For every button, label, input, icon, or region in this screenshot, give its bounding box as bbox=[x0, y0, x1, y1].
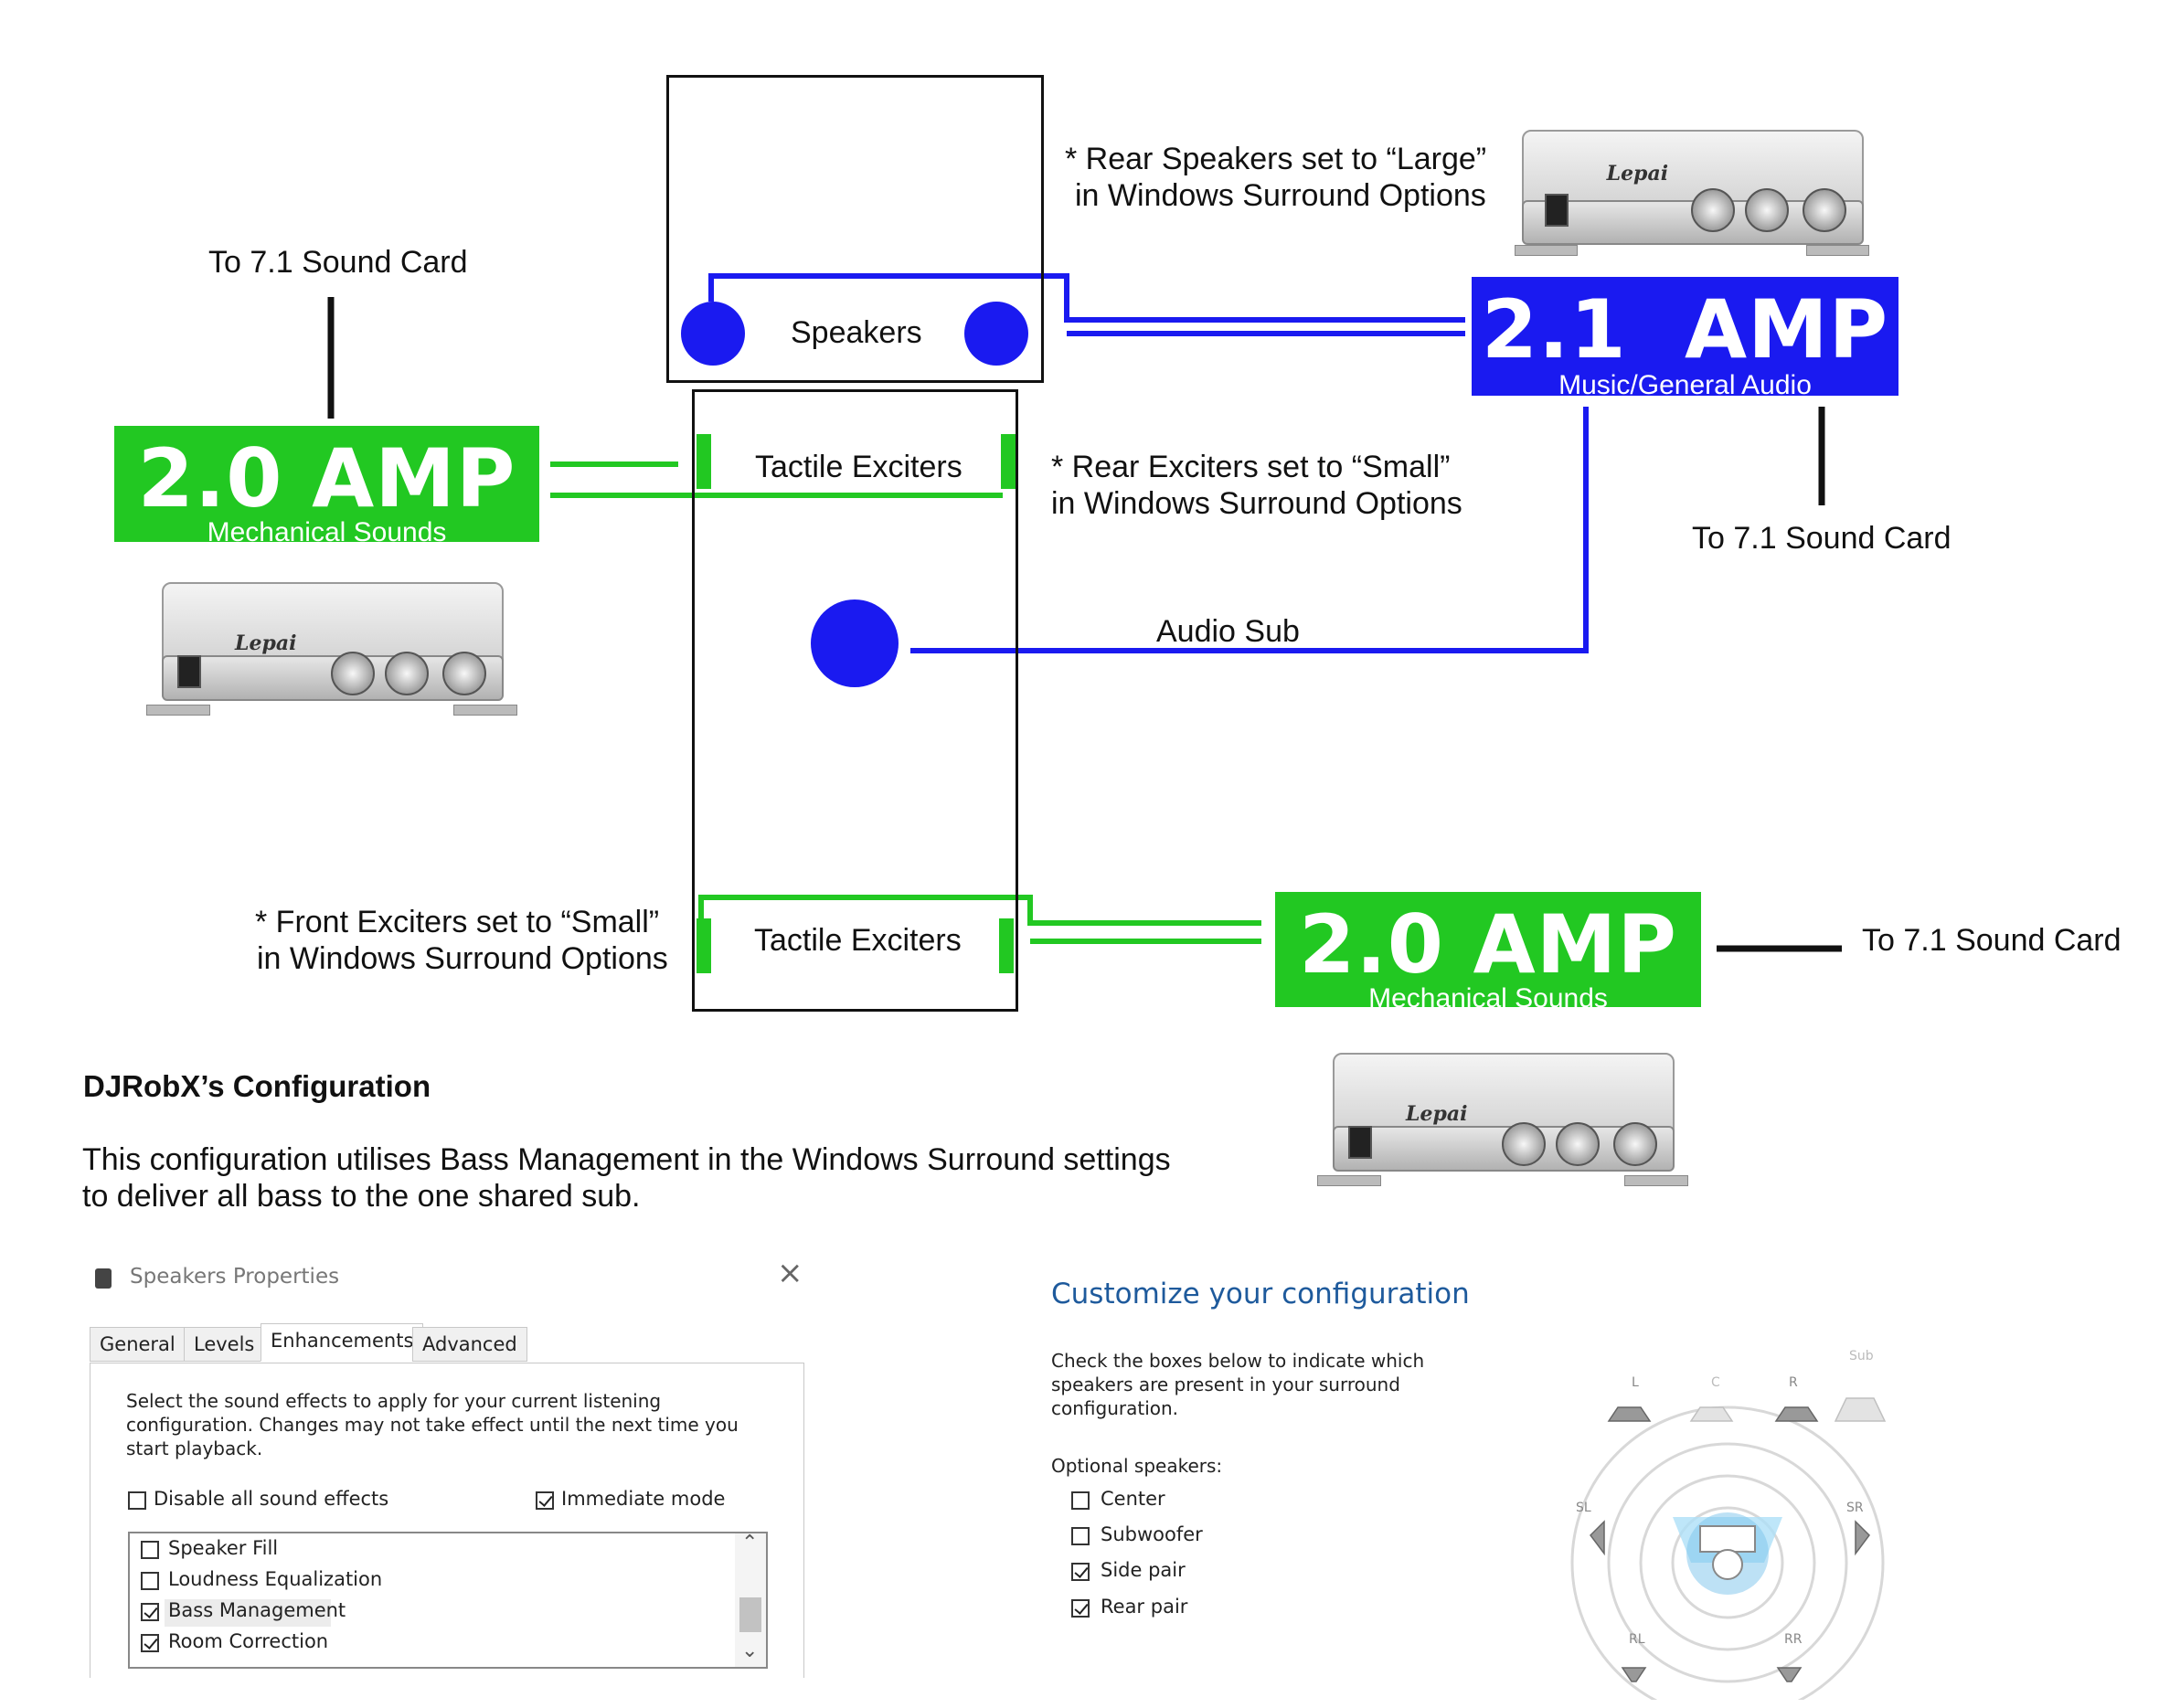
note-rear-exciters-line1: * Rear Exciters set to “Small” bbox=[1051, 450, 1451, 484]
speakers-properties-dialog: Speakers Properties × General Levels Enh… bbox=[84, 1252, 810, 1678]
note-front-exciters-line2: in Windows Surround Options bbox=[257, 941, 668, 976]
note-rear-speakers-line1: * Rear Speakers set to “Large” bbox=[1065, 142, 1487, 176]
tag-sr: SR bbox=[1846, 1501, 1864, 1515]
tag-sub: Sub bbox=[1849, 1349, 1874, 1363]
tab-advanced[interactable]: Advanced bbox=[412, 1327, 527, 1362]
amp-bottom-subtitle: Mechanical Sounds bbox=[1368, 983, 1608, 1013]
option-checkbox-rear-pair[interactable] bbox=[1071, 1599, 1090, 1618]
option-label-center[interactable]: Center bbox=[1101, 1488, 1165, 1510]
amp-photo-bottom: Lepai bbox=[1310, 1024, 1694, 1188]
option-label-side-pair[interactable]: Side pair bbox=[1101, 1559, 1186, 1581]
wire-sub bbox=[910, 407, 1589, 653]
speaker-layout-diagram bbox=[1570, 1397, 1887, 1700]
customize-title: Customize your configuration bbox=[1051, 1278, 1470, 1310]
amp-brand-label: Lepai bbox=[1406, 1102, 1468, 1127]
tag-sl: SL bbox=[1576, 1501, 1591, 1515]
tag-rl: RL bbox=[1629, 1632, 1645, 1647]
config-body-line2: to deliver all bass to the one shared su… bbox=[82, 1179, 641, 1214]
option-label-rear-pair[interactable]: Rear pair bbox=[1101, 1596, 1188, 1618]
option-checkbox-center[interactable] bbox=[1071, 1491, 1090, 1510]
immediate-mode-label: Immediate mode bbox=[561, 1488, 726, 1510]
enhancements-description: Select the sound effects to apply for yo… bbox=[126, 1390, 739, 1459]
tag-c: C bbox=[1711, 1375, 1720, 1390]
wire-exciter-bottom-left bbox=[698, 895, 1261, 926]
config-body-line1: This configuration utilises Bass Managem… bbox=[82, 1142, 1171, 1177]
effect-checkbox-room-correction[interactable] bbox=[141, 1634, 159, 1652]
effect-label-speaker-fill[interactable]: Speaker Fill bbox=[168, 1537, 279, 1559]
amp-bottom-block: 2.0 AMP Mechanical Sounds bbox=[1275, 892, 1701, 1013]
amp-photo-left: Lepai bbox=[139, 553, 523, 717]
effect-label-bass-management[interactable]: Bass Management bbox=[168, 1599, 346, 1621]
label-to-sound-card-bottom: To 7.1 Sound Card bbox=[1862, 923, 2122, 958]
amp-left-block: 2.0 AMP Mechanical Sounds bbox=[114, 426, 539, 546]
exciter-pad-bottom-right bbox=[999, 918, 1014, 973]
tab-enhancements[interactable]: Enhancements bbox=[261, 1323, 424, 1362]
disable-all-checkbox[interactable] bbox=[128, 1491, 146, 1510]
tag-l: L bbox=[1632, 1375, 1639, 1390]
option-checkbox-subwoofer[interactable] bbox=[1071, 1527, 1090, 1545]
audio-subwoofer bbox=[811, 599, 899, 687]
speaker-right bbox=[964, 302, 1028, 366]
label-to-sound-card-right: To 7.1 Sound Card bbox=[1692, 521, 1952, 556]
tab-general[interactable]: General bbox=[90, 1327, 186, 1362]
effect-checkbox-bass-management[interactable] bbox=[141, 1603, 159, 1621]
scroll-up-icon[interactable]: ⌃ bbox=[741, 1532, 759, 1554]
speaker-enclosure bbox=[666, 75, 1044, 383]
note-rear-exciters-line2: in Windows Surround Options bbox=[1051, 486, 1462, 521]
label-speakers: Speakers bbox=[791, 315, 922, 350]
effect-label-room-correction[interactable]: Room Correction bbox=[168, 1630, 329, 1652]
amp-right-subtitle: Music/General Audio bbox=[1558, 370, 1812, 400]
note-rear-speakers-line2: in Windows Surround Options bbox=[1075, 178, 1486, 213]
amp-brand-label: Lepai bbox=[235, 631, 297, 656]
tag-r: R bbox=[1789, 1375, 1798, 1390]
amp-right-title: 2.1 AMP bbox=[1481, 282, 1889, 377]
cockpit-enclosure bbox=[692, 389, 1018, 1012]
exciter-pad-bottom-left bbox=[697, 918, 711, 973]
effects-list bbox=[128, 1532, 768, 1669]
effect-checkbox-loudness[interactable] bbox=[141, 1572, 159, 1590]
tab-bar: General Levels Enhancements Advanced bbox=[90, 1323, 803, 1363]
immediate-mode-checkbox[interactable] bbox=[536, 1491, 554, 1510]
speaker-app-icon bbox=[95, 1268, 112, 1289]
effect-checkbox-speaker-fill[interactable] bbox=[141, 1541, 159, 1559]
option-checkbox-side-pair[interactable] bbox=[1071, 1563, 1090, 1581]
amp-photo-top-right: Lepai bbox=[1499, 101, 1883, 260]
label-tactile-exciters-bottom: Tactile Exciters bbox=[754, 923, 962, 958]
option-label-subwoofer[interactable]: Subwoofer bbox=[1101, 1523, 1203, 1545]
optional-speakers-label: Optional speakers: bbox=[1051, 1455, 1223, 1477]
amp-bottom-title: 2.0 AMP bbox=[1299, 897, 1677, 992]
scroll-thumb[interactable] bbox=[739, 1597, 761, 1632]
amp-left-title: 2.0 AMP bbox=[137, 431, 516, 525]
exciter-pad-top-left bbox=[697, 434, 711, 489]
amp-left-subtitle: Mechanical Sounds bbox=[207, 517, 447, 547]
amp-brand-label: Lepai bbox=[1606, 161, 1669, 186]
dialog-title: Speakers Properties bbox=[130, 1265, 340, 1289]
tab-levels[interactable]: Levels bbox=[184, 1327, 265, 1362]
note-front-exciters-line1: * Front Exciters set to “Small” bbox=[255, 905, 660, 939]
scroll-down-icon[interactable]: ⌄ bbox=[741, 1639, 759, 1662]
customize-instructions: Check the boxes below to indicate which … bbox=[1051, 1350, 1425, 1419]
speaker-left bbox=[681, 302, 745, 366]
tag-rr: RR bbox=[1784, 1632, 1803, 1647]
selected-row-highlight bbox=[165, 1599, 331, 1627]
label-tactile-exciters-top: Tactile Exciters bbox=[755, 450, 963, 484]
effect-label-loudness[interactable]: Loudness Equalization bbox=[168, 1568, 383, 1590]
amp-right-block: 2.1 AMP Music/General Audio bbox=[1472, 277, 1898, 400]
wire-speaker-left bbox=[708, 273, 1465, 323]
label-audio-sub: Audio Sub bbox=[1156, 614, 1300, 649]
close-icon[interactable]: × bbox=[777, 1255, 803, 1291]
label-to-sound-card-left: To 7.1 Sound Card bbox=[208, 245, 468, 280]
config-heading: DJRobX’s Configuration bbox=[83, 1069, 431, 1103]
exciter-pad-top-right bbox=[1001, 434, 1016, 489]
disable-all-label: Disable all sound effects bbox=[154, 1488, 389, 1510]
